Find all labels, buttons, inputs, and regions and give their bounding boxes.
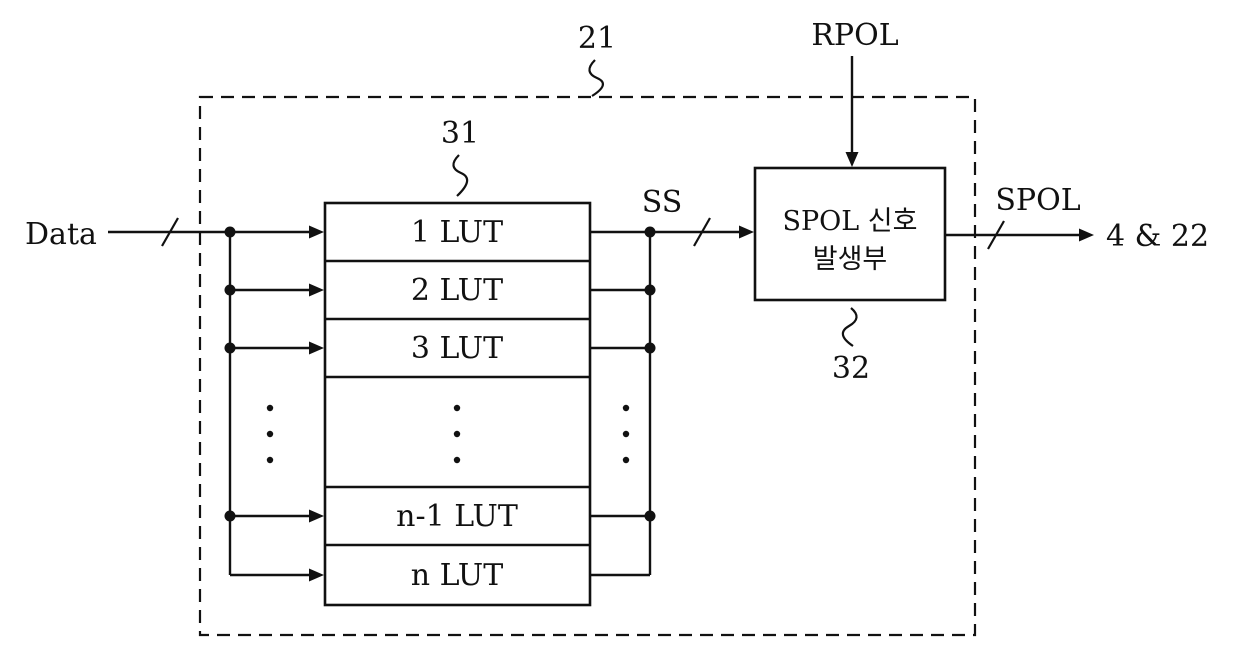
branch-arrowhead-n1 [309, 509, 324, 523]
ref-label-31: 31 [441, 116, 479, 151]
branch-arrowhead-2 [309, 283, 324, 297]
lut-ellipsis-dots [453, 404, 461, 464]
right-ellipsis-dots [622, 404, 630, 464]
right-junction-dot-2 [644, 284, 656, 296]
destination-label: 4 & 22 [1106, 219, 1209, 254]
left-junction-dot-3 [224, 342, 236, 354]
data-bus-slash [161, 217, 179, 247]
squiggle-31 [452, 154, 469, 197]
spol-bus-slash [987, 220, 1005, 250]
branch-arrowhead-n [309, 568, 324, 582]
spol-box-label-line1: SPOL 신호 [783, 206, 918, 237]
right-junction-dot-n1 [644, 510, 656, 522]
left-junction-dot-n1 [224, 510, 236, 522]
data-input-label: Data [25, 217, 97, 252]
rpol-arrowhead [845, 152, 859, 167]
spol-box-label-line2: 발생부 [813, 244, 888, 275]
squiggle-32 [841, 307, 858, 347]
rpol-input-label: RPOL [811, 18, 898, 53]
ss-bus-slash [693, 217, 711, 247]
ss-signal-label: SS [642, 185, 683, 220]
lut-row-n-label: n LUT [411, 558, 503, 593]
lut-row-3-label: 3 LUT [411, 331, 503, 366]
outer-dashed-box [198, 95, 977, 637]
ref-label-21: 21 [578, 21, 616, 56]
lut-row-2-label: 2 LUT [411, 273, 503, 308]
right-junction-dot-3 [644, 342, 656, 354]
ref-label-32: 32 [832, 351, 870, 386]
left-ellipsis-dots [266, 404, 274, 464]
spol-generator-box [753, 166, 947, 302]
left-junction-dot-1 [224, 226, 236, 238]
lut-row-n1-label: n-1 LUT [396, 499, 518, 534]
spol-output-label: SPOL [995, 183, 1080, 218]
left-junction-dot-2 [224, 284, 236, 296]
lut-stack-box [323, 201, 592, 607]
squiggle-21 [588, 59, 604, 97]
ss-arrowhead [739, 225, 754, 239]
lut-row-1-label: 1 LUT [411, 215, 503, 250]
spol-output-arrowhead [1079, 228, 1094, 242]
branch-arrowhead-1 [309, 225, 324, 239]
branch-arrowhead-3 [309, 341, 324, 355]
